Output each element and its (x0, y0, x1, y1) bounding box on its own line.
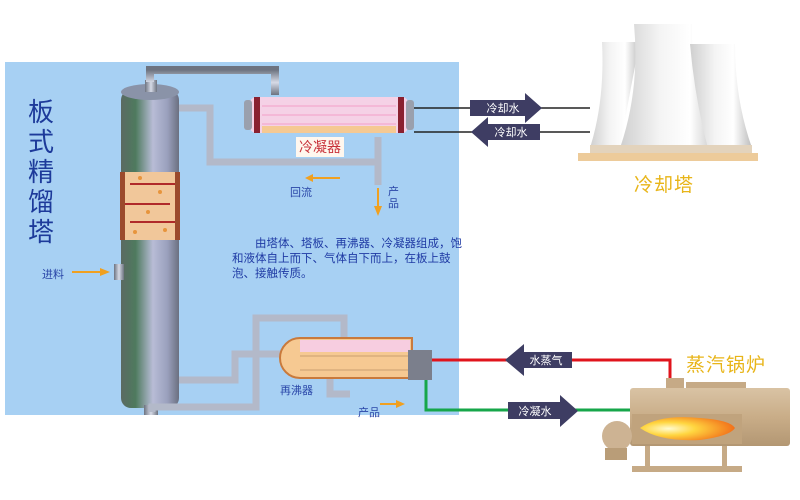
page-title: 板式精馏塔 (28, 98, 55, 248)
condensate-arrow (508, 395, 578, 427)
cooling-water-in-label: 冷却水 (494, 126, 528, 139)
steam-label: 水蒸气 (529, 354, 563, 367)
cooling-towers (578, 24, 758, 161)
condenser-label: 冷凝器 (296, 137, 344, 157)
condensate-label: 冷凝水 (518, 405, 552, 418)
feed-label: 进料 (42, 268, 64, 281)
reboiler (279, 337, 432, 380)
description-text: 由塔体、塔板、再沸器、冷凝器组成，饱和液体自上而下、气体自下而上，在板上鼓泡、接… (232, 236, 462, 280)
steam-arrow (505, 344, 572, 376)
cooling-water-out-label: 冷却水 (486, 102, 520, 115)
reboiler-label: 再沸器 (280, 384, 313, 397)
distillation-column (114, 80, 180, 415)
steam-boiler-label: 蒸汽锅炉 (686, 354, 767, 376)
steam-boiler (602, 378, 790, 472)
reflux-label: 回流 (290, 186, 312, 199)
cooling-water-out-arrow (470, 93, 542, 123)
flame (640, 417, 735, 441)
bottom-product-label: 产品 (358, 406, 380, 419)
condenser (244, 97, 414, 133)
cooling-tower-label: 冷却塔 (634, 174, 695, 196)
cooling-water-in-arrow (471, 117, 540, 147)
tray-section (120, 172, 180, 240)
top-product-label: 产品 (388, 185, 399, 210)
